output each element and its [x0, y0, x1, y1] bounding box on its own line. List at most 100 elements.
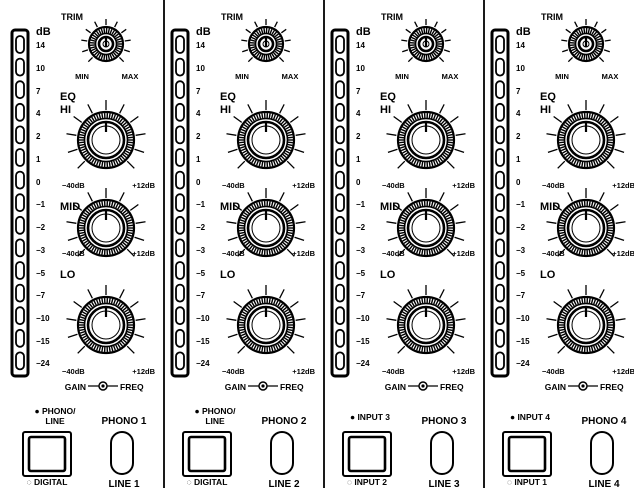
- eq-mid-knob[interactable]: [546, 188, 626, 258]
- phono-line-toggle[interactable]: [110, 431, 134, 475]
- knob-tick: [286, 345, 295, 354]
- meter-scale-label: 7: [356, 87, 361, 96]
- meter-segment: [495, 328, 505, 348]
- knob-tick: [407, 192, 413, 202]
- phono-line-toggle[interactable]: [590, 431, 614, 475]
- eq-lo-knob[interactable]: [546, 285, 626, 355]
- knob-ring: [83, 302, 129, 348]
- knob-tick: [295, 221, 306, 224]
- knob-tick: [455, 221, 466, 224]
- meter-scale-label: 0: [356, 178, 361, 187]
- knob-tick: [553, 300, 563, 308]
- meter-scale-label: −5: [196, 269, 206, 278]
- trim-knob[interactable]: [401, 19, 451, 63]
- trim-min-label: MIN: [395, 72, 409, 81]
- trim-knob[interactable]: [241, 19, 291, 63]
- meter-scale-label: −10: [356, 314, 370, 323]
- meter-segment: [335, 306, 345, 326]
- meter-segment: [335, 328, 345, 348]
- knob-tick: [241, 39, 248, 42]
- eq-hi-knob[interactable]: [226, 100, 306, 170]
- knob-tick: [237, 345, 246, 354]
- meter-scale-label: 2: [356, 132, 361, 141]
- meter-segment: [175, 283, 185, 303]
- meter-segment: [15, 80, 25, 100]
- eq-lo-knob[interactable]: [226, 285, 306, 355]
- knob-tick: [386, 318, 397, 321]
- meter-segment: [495, 283, 505, 303]
- knob-tick: [546, 318, 557, 321]
- eq-mid-knob[interactable]: [226, 188, 306, 258]
- input-select-button[interactable]: [182, 431, 232, 477]
- knob-tick: [226, 221, 237, 224]
- knob-tick: [454, 333, 465, 338]
- knob-tick: [126, 160, 135, 169]
- meter-segment: [15, 57, 25, 77]
- trim-knob[interactable]: [561, 19, 611, 63]
- knob-tick: [407, 56, 414, 63]
- knob-tick: [567, 104, 573, 114]
- trim-knob[interactable]: [81, 19, 131, 63]
- phono-label: PHONO 2: [261, 416, 306, 427]
- line-label: LINE 4: [588, 479, 620, 488]
- eq-lo-knob[interactable]: [386, 285, 466, 355]
- meter-segment: [15, 328, 25, 348]
- freq-label: FREQ: [600, 382, 624, 392]
- eq-mid-knob[interactable]: [66, 188, 146, 258]
- meter-scale-label: 10: [356, 64, 365, 73]
- knob-tick: [393, 203, 403, 211]
- knob-tick: [134, 333, 145, 338]
- meter-segment: [175, 215, 185, 235]
- knob-ring: [574, 32, 598, 56]
- knob-tick: [567, 289, 573, 299]
- knob-tick: [87, 56, 94, 63]
- meter-scale-label: −1: [196, 200, 206, 209]
- phono-line-toggle[interactable]: [270, 431, 294, 475]
- knob-tick: [94, 21, 98, 28]
- button-face: [27, 435, 67, 473]
- level-meter: [330, 28, 350, 378]
- knob-tick: [295, 133, 306, 136]
- meter-scale-label: −1: [36, 200, 46, 209]
- eq-lo-knob[interactable]: [66, 285, 146, 355]
- knob-tick: [606, 248, 615, 257]
- eq-mid-knob[interactable]: [386, 188, 466, 258]
- phono-line-toggle[interactable]: [430, 431, 454, 475]
- eq-mid-max-label: +12dB: [132, 249, 155, 258]
- input-select-button[interactable]: [22, 431, 72, 477]
- meter-scale-label: 2: [516, 132, 521, 141]
- eq-hi-label: HI: [380, 104, 391, 116]
- eq-hi-knob[interactable]: [546, 100, 626, 170]
- knob-tick: [242, 49, 249, 53]
- eq-lo-label: LO: [220, 269, 236, 281]
- meter-segment: [175, 238, 185, 258]
- knob-tick: [237, 160, 246, 169]
- knob-tick: [245, 28, 252, 34]
- eq-hi-min-label: −40dB: [62, 181, 85, 190]
- eq-hi-label: HI: [540, 104, 551, 116]
- meter-segment: [495, 148, 505, 167]
- knob-tick: [599, 289, 605, 299]
- eq-label: EQ: [380, 91, 396, 103]
- knob-tick: [129, 300, 139, 308]
- knob-tick: [455, 133, 466, 136]
- input-select-button[interactable]: [502, 431, 552, 477]
- input-select-alt-label: ◌ DIGITAL: [187, 477, 228, 487]
- line-label: LINE 2: [268, 479, 300, 488]
- eq-mid-max-label: +12dB: [452, 249, 475, 258]
- knob-tick: [609, 300, 619, 308]
- eq-hi-knob[interactable]: [66, 100, 146, 170]
- trim-max-label: MAX: [122, 72, 139, 81]
- knob-tick: [606, 345, 615, 354]
- knob-tick: [561, 39, 568, 42]
- knob-tick: [134, 236, 145, 241]
- eq-hi-max-label: +12dB: [612, 181, 634, 190]
- meter-scale-label: 1: [196, 155, 201, 164]
- meter-scale-label: −15: [196, 337, 210, 346]
- input-select-button[interactable]: [342, 431, 392, 477]
- knob-tick: [546, 221, 557, 224]
- eq-hi-knob[interactable]: [386, 100, 466, 170]
- eq-hi-min-label: −40dB: [542, 181, 565, 190]
